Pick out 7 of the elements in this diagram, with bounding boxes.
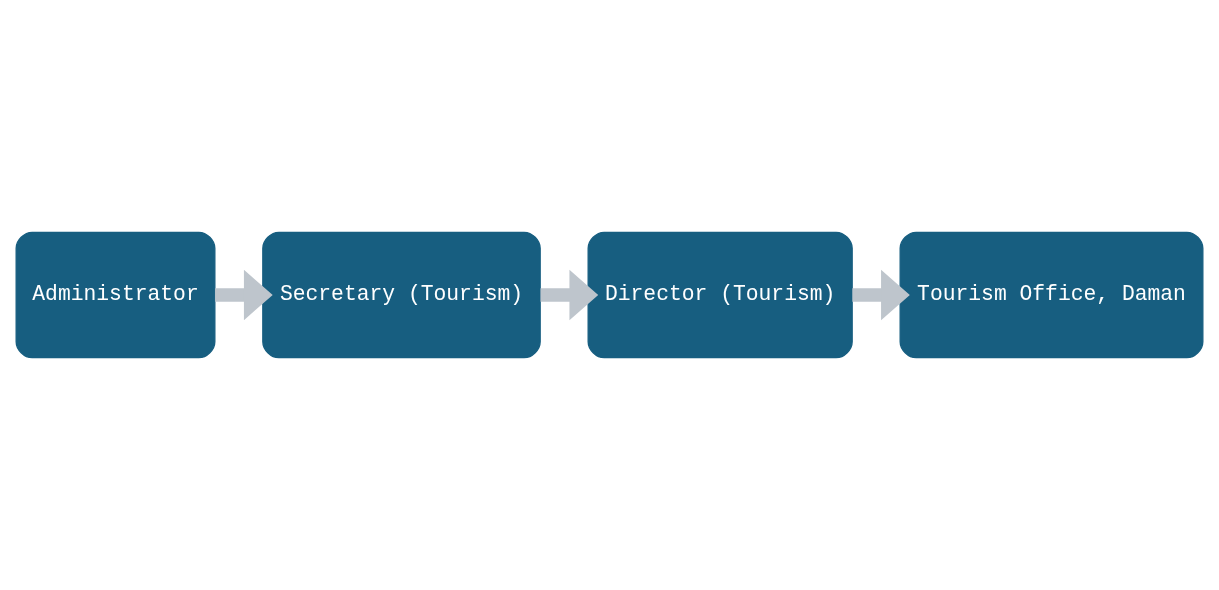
- arrow: [852, 269, 910, 321]
- node-box: Secretary (Tourism): [262, 231, 541, 359]
- arrow: [540, 269, 599, 321]
- arrow: [215, 269, 273, 321]
- node-box: Tourism Office, Daman: [899, 231, 1204, 359]
- node-box: Director (Tourism): [587, 231, 853, 359]
- node-box: Administrator: [15, 231, 216, 359]
